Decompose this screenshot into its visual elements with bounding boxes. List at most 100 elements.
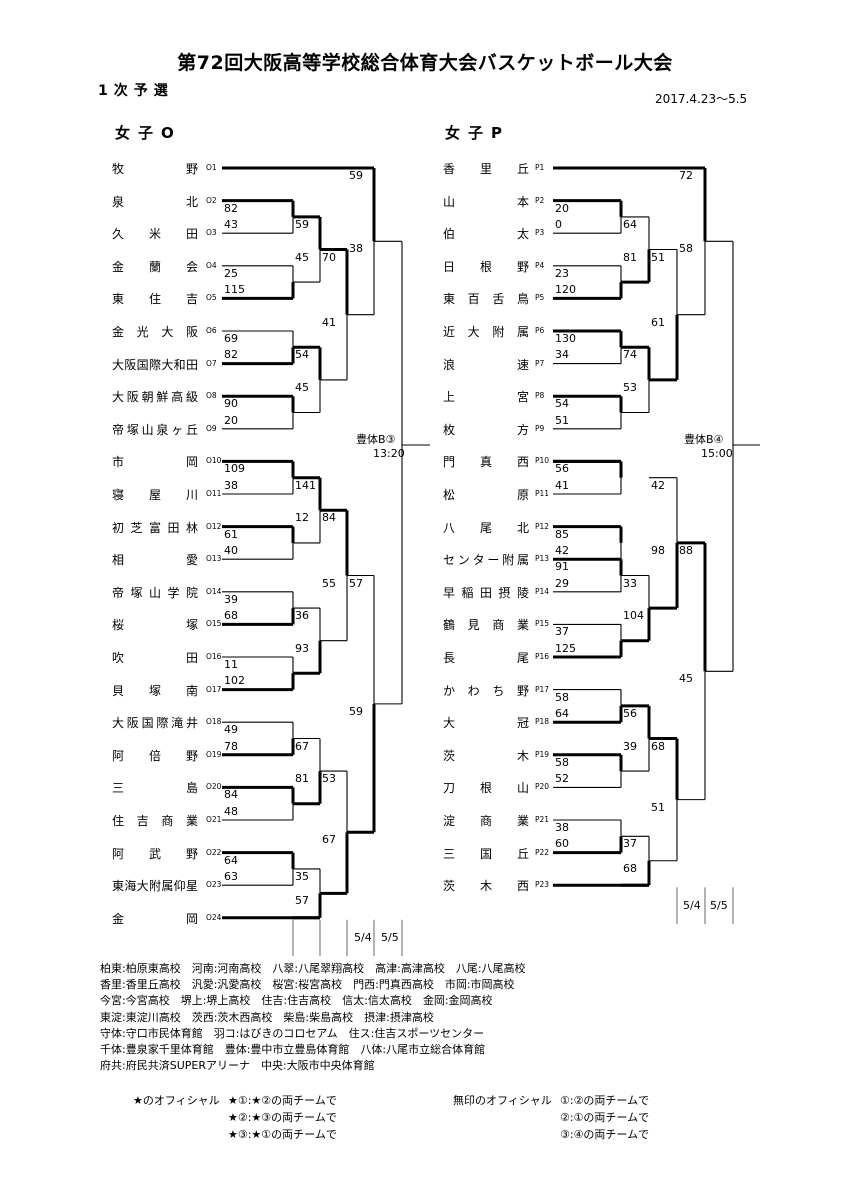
score-label: 45 [295,380,309,394]
score-label: 38 [555,821,569,834]
score-label: 67 [322,833,336,847]
score-label: 102 [224,674,245,688]
bracket-p-header: 女子P [445,124,510,142]
score-label: 11 [224,658,238,671]
team-name: 帝塚山泉ヶ丘 [112,422,198,437]
time-p: 15:00 [701,447,733,460]
team-name: 大阪朝鮮高級 [112,390,198,405]
score-label: 74 [623,348,637,362]
team-name: 八尾北 [443,520,529,535]
score-label: 48 [224,804,238,818]
star-rule: ★②:★③の両チームで [228,1111,337,1124]
team-code: O11 [206,489,222,498]
team-name: 門真西 [443,455,529,470]
team-code: O16 [206,652,222,661]
team-name: 日根野 [443,259,529,274]
score-label: 90 [224,397,238,411]
score-label: 42 [555,543,569,557]
team-name: 茨木西 [443,879,529,894]
venue-p: 豊体B④ [684,433,724,446]
score-label: 52 [555,772,569,786]
team-name: 帝塚山学院 [112,585,198,600]
team-name: 東百舌鳥 [443,292,529,307]
score-label: 120 [555,283,576,297]
score-label: 40 [224,543,238,557]
team-code: P23 [535,880,550,890]
team-name: 淀商業 [443,814,529,828]
score-label: 81 [623,250,637,264]
star-officials-title: ★のオフィシャル [133,1094,220,1107]
team-code: O1 [206,163,217,172]
score-label: 82 [224,348,238,362]
team-code: P10 [535,456,550,466]
team-name: 金光大阪 [112,325,198,339]
team-code: O13 [206,554,222,564]
score-label: 88 [679,543,693,557]
score-label: 68 [623,861,637,875]
team-name: 寝屋川 [112,488,198,502]
score-label: 35 [295,869,309,883]
team-code: P20 [535,782,550,792]
date-p-sf: 5/4 [683,899,701,912]
team-code: O9 [206,423,217,433]
team-name: 早稲田摂陵 [443,585,529,600]
score-label: 84 [224,788,238,802]
score-label: 104 [623,609,644,623]
plain-officials-title: 無印のオフィシャル [453,1094,552,1107]
team-name: 市岡 [112,455,198,470]
score-label: 64 [224,853,238,867]
team-name: 浪速 [443,357,529,372]
team-name: 枚方 [443,422,529,437]
score-label: 49 [224,723,238,737]
score-label: 51 [651,250,665,264]
score-label: 29 [555,576,569,590]
score-label: 64 [623,217,637,231]
score-label: 41 [322,315,336,329]
score-label: 12 [295,511,309,525]
team-name: 大阪国際滝井 [112,716,198,731]
score-label: 43 [224,217,238,231]
team-name: 住吉商業 [112,814,198,828]
score-label: 72 [679,169,693,182]
team-code: P11 [535,489,550,498]
score-label: 56 [555,462,569,476]
team-code: P1 [535,163,545,172]
stage-label: 1次予選 [98,83,174,99]
score-label: 59 [295,217,309,231]
team-code: O23 [206,880,222,890]
score-label: 70 [322,250,336,264]
score-label: 68 [651,739,665,753]
team-name: 山本 [443,194,529,209]
team-name: 相愛 [112,553,198,568]
team-code: O5 [206,293,217,303]
team-name: 香里丘 [443,162,529,176]
team-name: 鶴見商業 [443,618,529,633]
team-code: O17 [206,684,222,694]
legend-line: 千体:豊泉家千里体育館 豊体:豊中市立豊島体育館 八体:八尾市立総合体育館 [100,1043,486,1057]
date-p-final: 5/5 [710,899,728,912]
score-label: 68 [224,609,238,623]
team-name: 牧野 [112,162,198,176]
plain-rule: ②:①の両チームで [560,1111,650,1124]
team-name: 桜塚 [112,618,198,633]
team-code: O4 [206,260,217,270]
team-code: P5 [535,293,545,303]
team-code: P9 [535,423,545,433]
score-label: 34 [555,348,569,362]
team-name: 三島 [112,781,198,796]
team-code: O10 [206,456,222,466]
score-label: 58 [555,690,569,704]
team-name: 東住吉 [112,292,198,307]
team-code: O22 [206,847,222,857]
score-label: 59 [349,169,363,182]
score-label: 23 [555,266,569,280]
score-label: 109 [224,462,245,476]
score-label: 54 [295,348,309,362]
team-code: O15 [206,619,222,629]
score-label: 36 [295,609,309,623]
team-code: P12 [535,521,550,531]
team-code: P14 [535,586,550,596]
score-label: 45 [679,672,693,686]
team-name: 長尾 [443,651,529,665]
team-name: 久米田 [112,227,198,242]
